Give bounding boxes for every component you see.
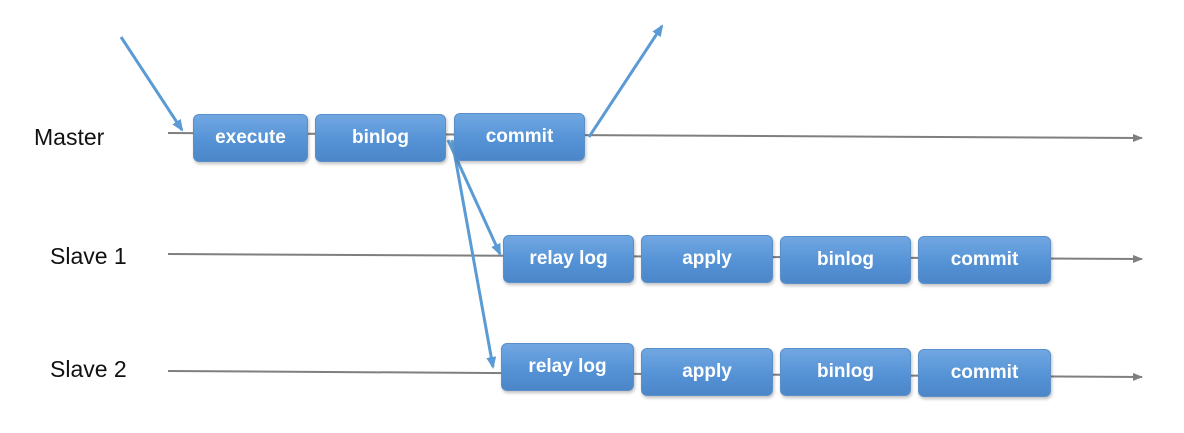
slave1-step-apply: apply — [641, 235, 773, 283]
row-label-slave-2: Slave 2 — [50, 356, 127, 382]
slave2-step-commit: commit — [918, 349, 1051, 397]
to-slave2-arrow — [450, 139, 497, 369]
slave1-step-relay-log: relay log — [503, 235, 634, 283]
master-step-execute: execute — [193, 114, 308, 162]
slave2-step-binlog: binlog — [780, 348, 911, 396]
slave2-step-relay-log: relay log — [501, 343, 634, 391]
slave1-step-binlog: binlog — [780, 236, 911, 284]
master-step-binlog: binlog — [315, 114, 446, 162]
incoming-arrow — [119, 36, 184, 132]
slave2-step-apply: apply — [641, 348, 773, 396]
row-label-slave-1: Slave 1 — [50, 243, 127, 269]
slave1-step-commit: commit — [918, 236, 1051, 284]
row-label-master: Master — [34, 124, 105, 150]
master-step-commit: commit — [454, 113, 585, 161]
outgoing-arrow — [587, 24, 664, 138]
